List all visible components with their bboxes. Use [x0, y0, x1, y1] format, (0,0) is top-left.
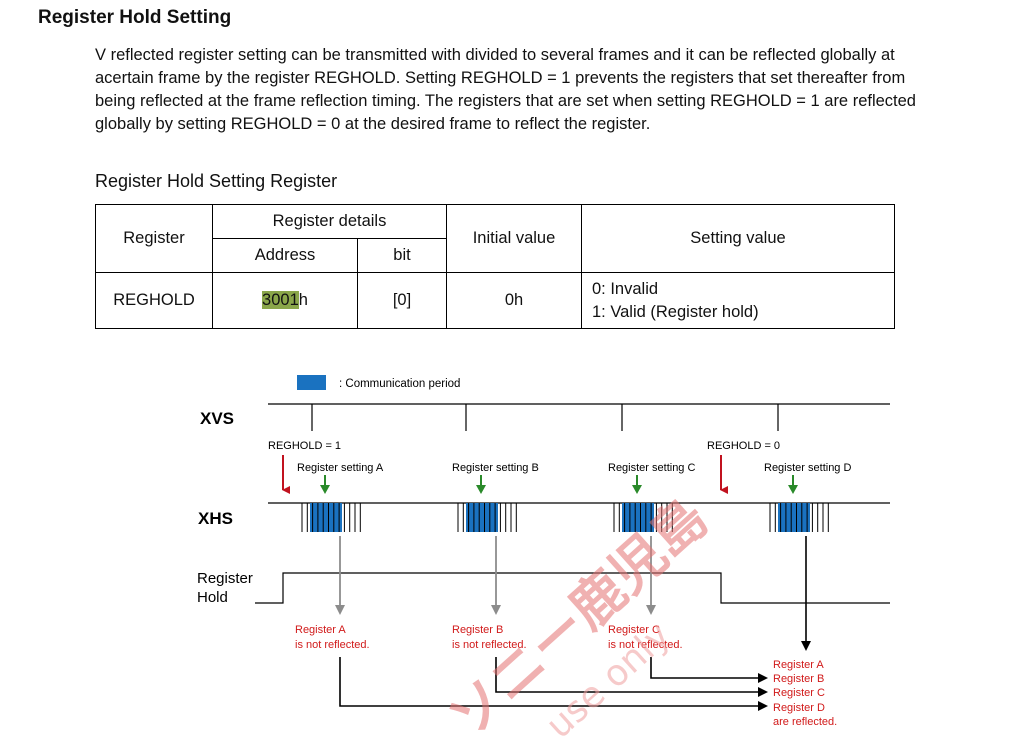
reflected-b: Register B [773, 673, 824, 685]
setting-arrows [320, 475, 798, 494]
gray-arrow-head [335, 605, 345, 615]
communication-period [310, 503, 342, 532]
note-b-title: Register B [452, 624, 503, 636]
header-register-details: Register details [212, 204, 447, 239]
reflected-d: Register D [773, 702, 825, 714]
reflected-note: are reflected. [773, 716, 837, 728]
paragraph-line: V reflected register setting can be tran… [95, 46, 895, 64]
cell-setting: 0: Invalid 1: Valid (Register hold) [581, 272, 895, 329]
gray-arrow-head [491, 605, 501, 615]
hold-label-hold: Hold [197, 589, 228, 606]
cell-register: REGHOLD [95, 272, 213, 329]
xvs-signal [268, 403, 890, 431]
reghold-0-label: REGHOLD = 0 [707, 440, 780, 452]
xhs-pulse-group [769, 503, 829, 532]
not-reflected-arrows [335, 536, 656, 615]
paragraph-line: acertain frame by the register REGHOLD. … [95, 69, 906, 87]
communication-period [778, 503, 810, 532]
xhs-pulses [301, 503, 829, 532]
reghold-1-label: REGHOLD = 1 [268, 440, 341, 452]
xhs-pulse-group [613, 503, 673, 532]
communication-period [466, 503, 498, 532]
communication-period [622, 503, 654, 532]
note-a-title: Register A [295, 624, 346, 636]
xhs-label: XHS [198, 509, 233, 528]
paragraph-line: globally by setting REGHOLD = 0 at the d… [95, 115, 651, 133]
note-b-text: is not reflected. [452, 639, 527, 651]
cell-bit: [0] [357, 272, 447, 329]
paragraph-line: being reflected at the frame reflection … [95, 92, 916, 110]
legend-swatch [297, 375, 326, 390]
cell-address: 3001h [212, 272, 358, 329]
setting-c-label: Register setting C [608, 462, 695, 474]
setting-b-label: Register setting B [452, 462, 539, 474]
note-c-title: Register C [608, 624, 660, 636]
description-paragraph: V reflected register setting can be tran… [95, 44, 1000, 136]
setting-option-1: 1: Valid (Register hold) [592, 302, 759, 321]
setting-arrow-head [476, 485, 486, 494]
setting-option-0: 0: Invalid [592, 279, 659, 298]
xvs-label: XVS [200, 409, 234, 428]
hold-label-register: Register [197, 570, 253, 587]
header-register: Register [95, 204, 213, 273]
reflected-c: Register C [773, 687, 825, 699]
cell-initial: 0h [446, 272, 582, 329]
setting-d-label: Register setting D [764, 462, 851, 474]
xhs-pulse-group [301, 503, 361, 532]
reflected-a: Register A [773, 659, 824, 671]
gray-arrow-head [646, 605, 656, 615]
reflection-routes [339, 536, 811, 711]
setting-arrow-head [632, 485, 642, 494]
setting-a-label: Register setting A [297, 462, 384, 474]
section-heading: Register Hold Setting [38, 7, 232, 28]
setting-arrow-head [788, 485, 798, 494]
register-table: Register Register details Initial value … [95, 204, 895, 329]
address-suffix: h [298, 291, 308, 309]
setting-arrow-head [320, 485, 330, 494]
xhs-pulse-group [457, 503, 517, 532]
table-caption: Register Hold Setting Register [95, 171, 338, 191]
header-address: Address [212, 238, 358, 273]
register-hold-waveform [255, 572, 890, 604]
legend-label: : Communication period [339, 378, 460, 390]
note-a-text: is not reflected. [295, 639, 370, 651]
address-highlight: 3001 [262, 291, 299, 309]
note-c-text: is not reflected. [608, 639, 683, 651]
